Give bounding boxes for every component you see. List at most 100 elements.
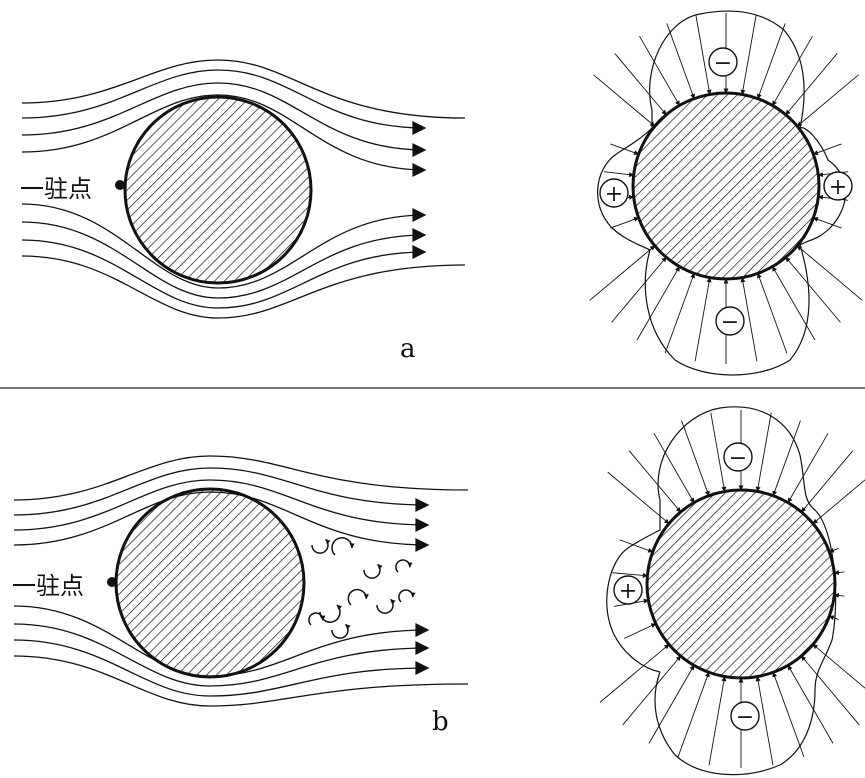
minus-badge-bottom-a: − xyxy=(715,306,745,336)
pressure-ray xyxy=(710,412,727,492)
wake-vortex xyxy=(376,598,396,614)
pressure-ray xyxy=(599,644,670,703)
stagnation-dot xyxy=(107,577,117,587)
minus-sign: − xyxy=(721,310,739,335)
pressure-ray xyxy=(612,572,648,578)
panel-b-label: b xyxy=(432,707,449,737)
pressure-ray xyxy=(828,615,839,621)
minus-sign: − xyxy=(714,51,732,76)
pressure-ray xyxy=(812,479,865,524)
pressure-ray xyxy=(666,23,696,100)
wake-vortex xyxy=(311,538,331,554)
stagnation-dot xyxy=(115,180,125,190)
panel-b-cylinder xyxy=(114,487,306,679)
plus-sign: + xyxy=(619,579,637,604)
pressure-ray xyxy=(796,74,859,127)
streamline xyxy=(13,623,430,687)
streamline xyxy=(13,639,430,697)
pressure-ray xyxy=(772,266,816,341)
minus-badge-top-a: − xyxy=(708,47,738,77)
panel-a-pressure-distribution: − − + + xyxy=(589,10,863,376)
panel-a-stagnation-point: 一驻点 xyxy=(20,175,125,203)
pressure-ray xyxy=(787,664,834,744)
pressure-ray xyxy=(772,420,801,497)
plus-badge-left-b: + xyxy=(613,575,643,605)
minus-sign: − xyxy=(736,705,754,730)
pressure-ray xyxy=(772,671,805,758)
pressure-ray xyxy=(785,256,841,323)
wake-vortex xyxy=(363,563,383,579)
pressure-ray xyxy=(648,664,695,744)
wake-vortex xyxy=(331,623,351,639)
pressure-ray xyxy=(623,623,657,639)
streamline xyxy=(13,467,430,516)
pressure-ray xyxy=(755,676,774,766)
pressure-ray xyxy=(756,272,788,354)
pressure-ray xyxy=(812,143,842,156)
stagnation-label-a: 一驻点 xyxy=(20,175,92,203)
pressure-ray xyxy=(611,256,667,323)
minus-badge-top-b: − xyxy=(723,442,753,472)
pressure-ray xyxy=(756,23,786,100)
pressure-ray xyxy=(708,676,727,766)
streamline xyxy=(21,94,427,177)
streamline xyxy=(21,255,466,319)
panel-b-stagnation-point: 一驻点 xyxy=(12,572,117,600)
wake-vortex xyxy=(395,559,413,573)
pressure-ray xyxy=(619,539,654,553)
stagnation-label-b: 一驻点 xyxy=(12,572,84,600)
pressure-ray xyxy=(589,245,656,301)
streamline xyxy=(13,479,430,532)
panel-a-label: a xyxy=(400,334,416,364)
pressure-ray xyxy=(694,277,712,362)
wake-vortex xyxy=(398,589,416,603)
plus-sign: + xyxy=(829,175,847,200)
streamline xyxy=(13,455,469,501)
panel-a-cylinder-right xyxy=(631,91,821,281)
pressure-ray xyxy=(639,35,680,106)
pressure-ray xyxy=(740,277,758,362)
pressure-ray xyxy=(755,412,772,492)
plus-badge-right-a: + xyxy=(823,171,853,201)
streamline xyxy=(13,655,469,707)
pressure-ray xyxy=(622,655,681,726)
pressure-ray xyxy=(653,433,695,504)
pressure-ray xyxy=(787,433,829,504)
streamline xyxy=(21,239,427,309)
pressure-ray xyxy=(664,272,696,354)
pressure-ray xyxy=(614,53,667,116)
pressure-ray xyxy=(801,655,860,726)
plus-badge-left-a: + xyxy=(599,178,629,208)
wake-vortex xyxy=(331,537,355,556)
wake-vortex xyxy=(308,612,326,626)
wake-vortex xyxy=(347,588,369,606)
pressure-ray xyxy=(772,35,813,106)
panel-b-pressure-distribution: − − + xyxy=(599,406,865,776)
streamline xyxy=(21,82,427,157)
streamline xyxy=(21,203,427,289)
pressure-ray xyxy=(801,450,854,513)
panel-b-pressure-envelope xyxy=(606,406,837,776)
panel-b-cylinder-right xyxy=(645,488,837,680)
pressure-ray xyxy=(593,74,656,127)
pressure-ray xyxy=(628,450,681,513)
pressure-ray xyxy=(828,547,839,553)
panel-b-wake-vortices xyxy=(308,537,416,639)
pressure-ray xyxy=(603,171,635,178)
pressure-ray xyxy=(607,471,670,524)
pressure-ray xyxy=(681,420,710,497)
pressure-ray xyxy=(740,15,757,95)
pressure-ray xyxy=(785,53,838,116)
pressure-ray xyxy=(812,644,865,689)
minus-sign: − xyxy=(729,446,747,471)
panel-b-pressure-rays xyxy=(599,410,865,768)
streamline xyxy=(21,221,427,299)
pressure-ray xyxy=(695,15,712,95)
pressure-ray xyxy=(812,216,842,229)
plus-sign: + xyxy=(605,182,623,207)
pressure-ray xyxy=(796,245,863,301)
streamline xyxy=(21,69,427,135)
minus-badge-bottom-b: − xyxy=(730,701,760,731)
pressure-ray xyxy=(833,570,845,576)
